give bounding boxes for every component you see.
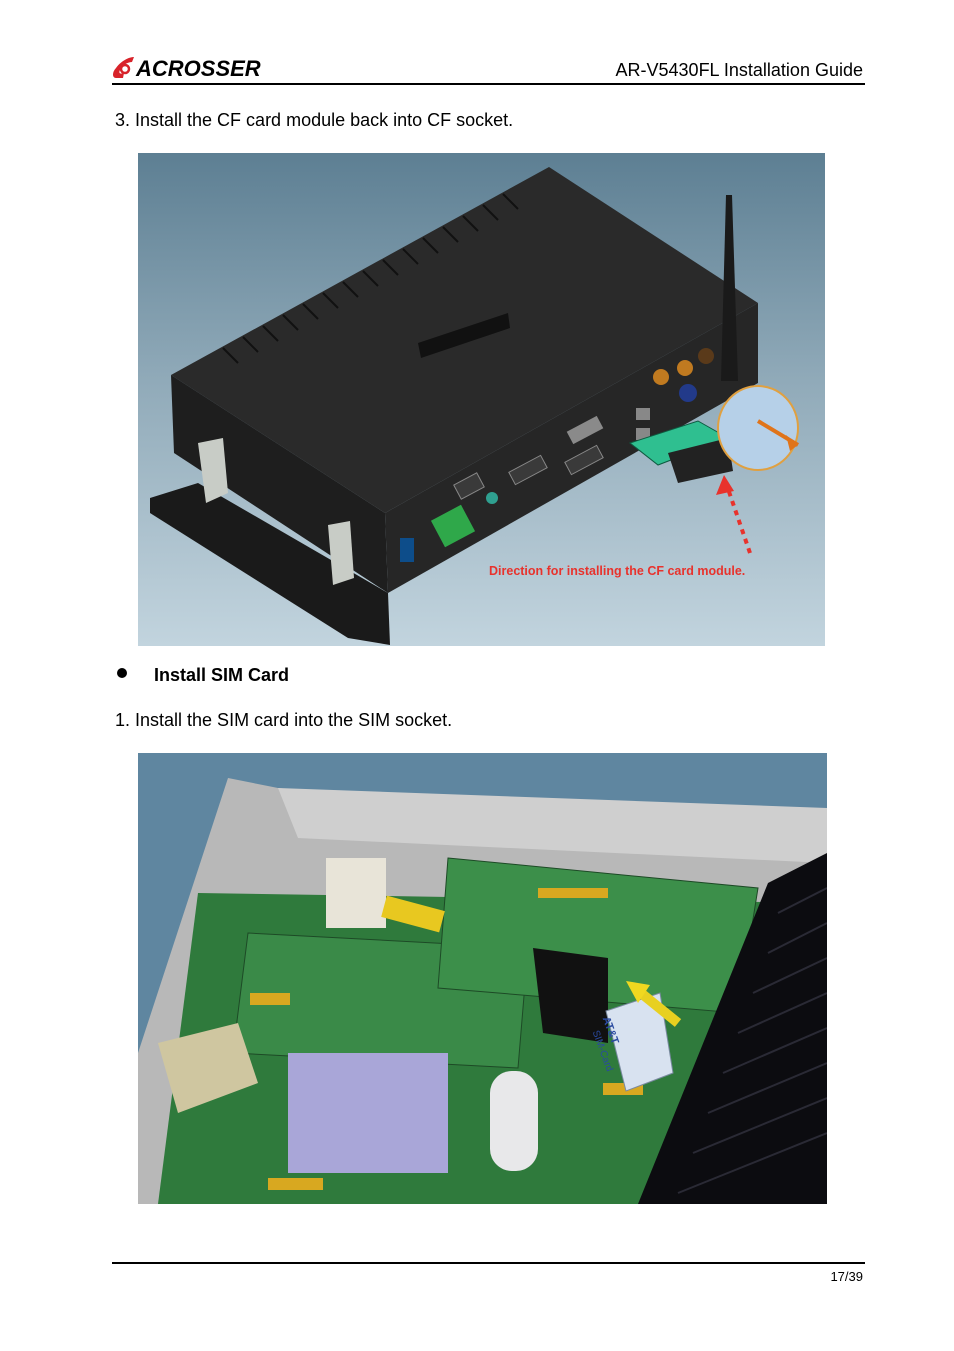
cf-direction-caption: Direction for installing the CF card mod… — [489, 564, 746, 578]
header-divider — [112, 83, 865, 85]
bullet-icon — [117, 668, 127, 678]
cf-install-step: 3. Install the CF card module back into … — [115, 110, 514, 130]
logo-wordmark: ACROSSER — [135, 56, 261, 81]
sim-install-step: 1. Install the SIM card into the SIM soc… — [115, 710, 453, 730]
sim-card-figure: AT&T SIM-Card — [138, 753, 827, 1204]
cf-card-figure: Direction for installing the CF card mod… — [138, 153, 825, 646]
page-number: 17/39 — [830, 1269, 863, 1284]
document-title: AR-V5430FL Installation Guide — [615, 60, 863, 80]
sim-section-heading: Install SIM Card — [154, 665, 290, 685]
acrosser-logo: ACROSSER — [112, 52, 272, 82]
footer-divider — [112, 1262, 865, 1264]
